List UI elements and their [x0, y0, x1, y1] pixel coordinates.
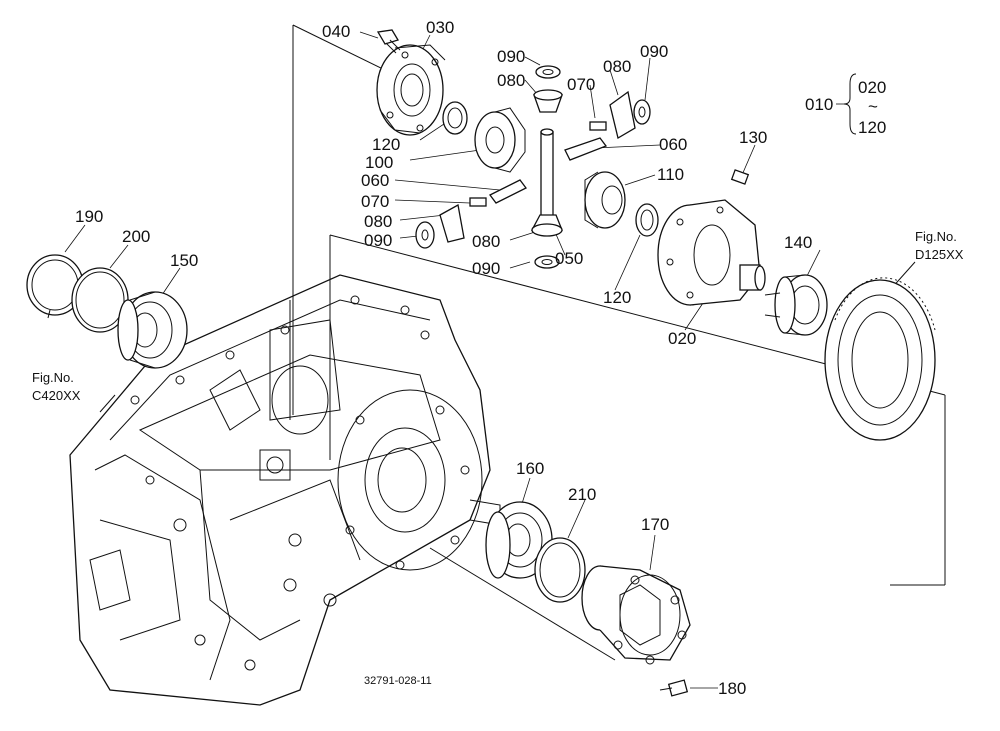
bearing-140: [764, 274, 828, 336]
pinion-shafts-060: [469, 121, 608, 207]
label-040: 040: [322, 22, 350, 41]
label-090-left: 090: [364, 231, 392, 250]
label-030: 030: [426, 18, 454, 37]
label-090-bottom: 090: [472, 259, 500, 278]
differential-case-020: [657, 199, 766, 306]
right-fig-label: Fig.No.: [915, 229, 957, 244]
label-160: 160: [516, 459, 544, 478]
label-080-bottom: 080: [472, 232, 500, 251]
label-070-top: 070: [567, 75, 595, 94]
range-bracket: [836, 73, 857, 135]
left-fig-label: Fig.No.: [32, 370, 74, 385]
ring-210: [534, 537, 586, 603]
label-140: 140: [784, 233, 812, 252]
cross-shaft: [540, 128, 554, 223]
label-080-top: 080: [497, 71, 525, 90]
figure-references: Fig.No. C420XX Fig.No. D125XX: [32, 229, 964, 403]
label-090-right: 090: [640, 42, 668, 61]
bearing-150: [117, 291, 188, 369]
label-060-left: 060: [361, 171, 389, 190]
transmission-case: [69, 274, 501, 706]
pin-130: [730, 169, 750, 185]
label-170: 170: [641, 515, 669, 534]
label-080-left: 080: [364, 212, 392, 231]
bearing-cover-030: [376, 44, 446, 136]
side-gear-100: [474, 107, 526, 173]
label-120-left: 120: [372, 135, 400, 154]
label-130: 130: [739, 128, 767, 147]
label-020: 020: [668, 329, 696, 348]
drawing-code: 32791-028-11: [364, 675, 432, 687]
label-200: 200: [122, 227, 150, 246]
label-110: 110: [657, 165, 684, 184]
label-100: 100: [365, 153, 393, 172]
label-210: 210: [568, 485, 596, 504]
range-to: 120: [858, 118, 886, 137]
label-050: 050: [555, 249, 583, 268]
right-fig-code: D125XX: [915, 247, 964, 262]
washer-120-right: [635, 203, 659, 237]
label-120-right: 120: [603, 288, 631, 307]
range-labels: 010 020 ~ 120: [805, 78, 886, 137]
label-180: 180: [718, 679, 746, 698]
bolt-180: [659, 679, 689, 697]
ring-gear: [824, 277, 936, 441]
label-190: 190: [75, 207, 103, 226]
label-070-left: 070: [361, 192, 389, 211]
range-lead: 010: [805, 95, 833, 114]
bearing-housing-170: [581, 565, 691, 665]
part-labels: 040 030 090 080 070 080 090 120 100 060 …: [75, 18, 812, 698]
label-080-right: 080: [603, 57, 631, 76]
range-tilde: ~: [868, 97, 878, 116]
washer-120-left: [442, 101, 468, 135]
pinion-gears: [415, 65, 651, 269]
label-060-right: 060: [659, 135, 687, 154]
label-090-top: 090: [497, 47, 525, 66]
bolt-040: [376, 29, 401, 54]
left-fig-code: C420XX: [32, 388, 81, 403]
range-from: 020: [858, 78, 886, 97]
side-gear-110: [584, 171, 626, 229]
label-150: 150: [170, 251, 198, 270]
